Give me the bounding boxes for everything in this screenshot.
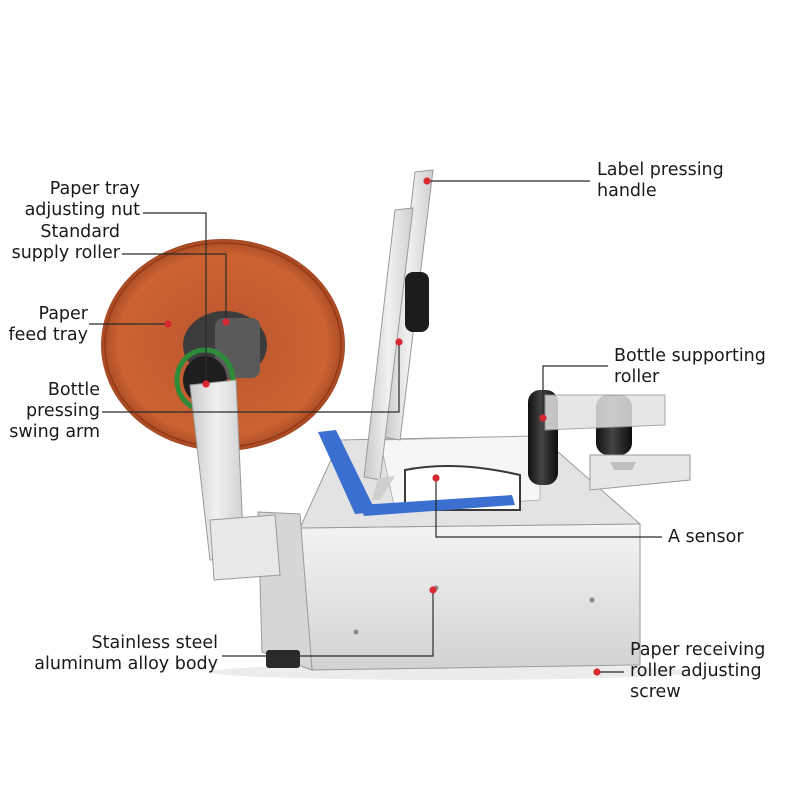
label-line: roller: [614, 367, 660, 387]
label-line: Paper tray: [49, 179, 140, 199]
label-stainless-steel-body: Stainless steel aluminum alloy body: [0, 633, 218, 675]
marker-a-sensor: [432, 474, 440, 482]
label-line: adjusting nut: [24, 200, 140, 220]
marker-paper-tray-adjusting-nut: [202, 380, 210, 388]
marker-stainless-steel-body: [429, 586, 437, 594]
label-line: Paper receiving: [630, 640, 766, 660]
main-body-front: [299, 523, 641, 671]
label-paper-receiving-screw: Paper receiving roller adjusting screw: [630, 640, 765, 703]
leader-paper-tray-adjusting-nut: [143, 212, 207, 384]
leader-lines: [89, 180, 662, 673]
label-strip-left: [318, 430, 376, 514]
label-line: Standard: [40, 222, 120, 242]
label-line: Bottle: [47, 380, 100, 400]
adjusting-bracket: [589, 454, 691, 491]
label-line: screw: [630, 682, 681, 702]
marker-paper-receiving-screw: [593, 668, 601, 676]
label-bottle-pressing-swing-arm: Bottle pressing swing arm: [0, 380, 100, 443]
label-line: Stainless steel: [91, 633, 218, 653]
label-standard-supply-roller: Standard supply roller: [0, 222, 120, 264]
marker-label-pressing-handle: [423, 177, 431, 185]
marker-bottle-pressing-swing-arm: [395, 338, 403, 346]
markers: [164, 177, 601, 676]
label-bottle-supporting-roller: Bottle supporting roller: [614, 346, 766, 388]
leader-stainless-steel-body: [222, 590, 434, 657]
machine-illustration: [101, 169, 691, 680]
marker-bottle-supporting-roller: [539, 414, 547, 422]
label-label-pressing-handle: Label pressing handle: [597, 160, 724, 202]
leader-a-sensor: [435, 478, 662, 538]
label-a-sensor: A sensor: [668, 527, 744, 548]
label-line: supply roller: [11, 243, 120, 263]
label-line: roller adjusting: [630, 661, 762, 681]
label-line: A sensor: [668, 527, 744, 547]
label-strip-right: [360, 495, 515, 516]
label-line: pressing: [26, 401, 100, 421]
label-paper-feed-tray: Paper feed tray: [0, 304, 88, 346]
label-paper-tray-adjusting-nut: Paper tray adjusting nut: [10, 179, 140, 221]
label-line: Label pressing: [597, 160, 724, 180]
foot: [266, 650, 300, 668]
label-line: Paper: [38, 304, 88, 324]
leader-standard-supply-roller: [122, 253, 227, 322]
marker-paper-feed-tray: [164, 320, 172, 328]
label-line: handle: [597, 181, 657, 201]
handle-grip: [405, 272, 429, 332]
label-line: feed tray: [8, 325, 88, 345]
label-line: Bottle supporting: [614, 346, 766, 366]
leader-bottle-supporting-roller: [542, 365, 608, 418]
marker-standard-supply-roller: [222, 318, 230, 326]
label-line: swing arm: [9, 422, 100, 442]
leader-bottle-pressing-swing-arm: [102, 342, 400, 413]
label-line: aluminum alloy body: [34, 654, 218, 674]
